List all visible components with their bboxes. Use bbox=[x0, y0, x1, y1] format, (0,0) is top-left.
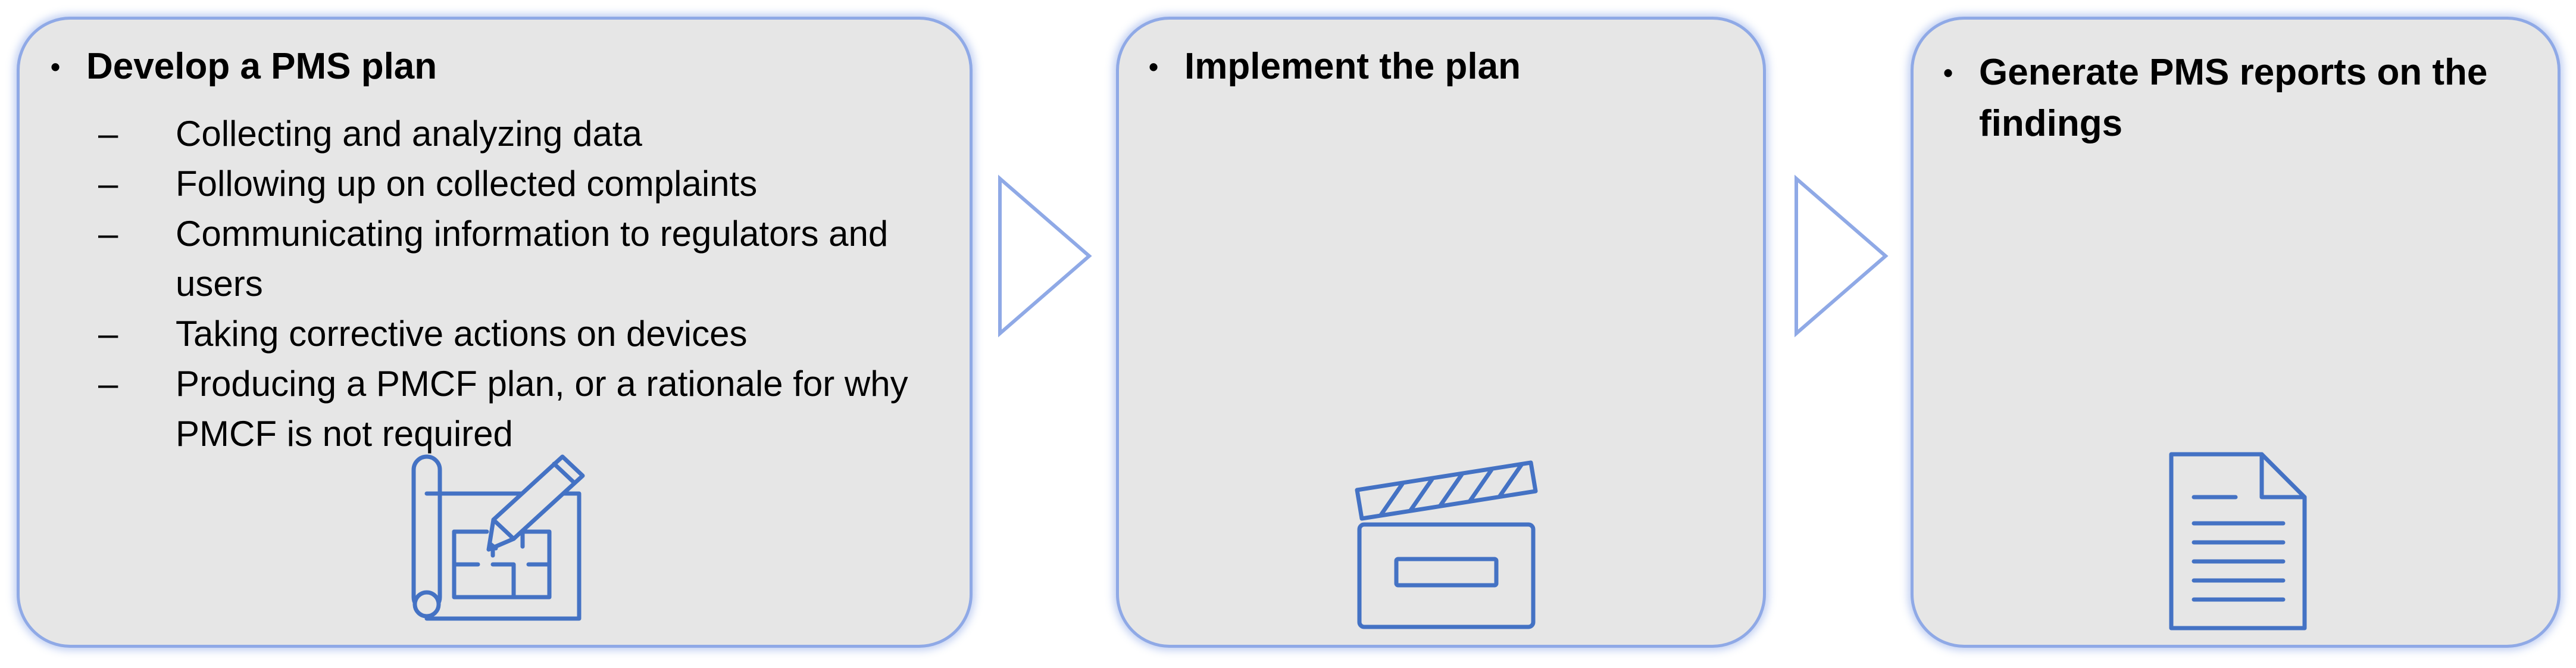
list-item-text: Communicating information to regulators … bbox=[176, 214, 889, 304]
list-item: – Producing a PMCF plan, or a rationale … bbox=[98, 359, 922, 459]
step-heading: • Implement the plan bbox=[1149, 41, 1727, 92]
step-box-implement-plan: • Implement the plan bbox=[1116, 17, 1766, 648]
bullet: • bbox=[51, 51, 61, 82]
blueprint-pencil-icon bbox=[401, 448, 603, 627]
step-title: Implement the plan bbox=[1184, 46, 1521, 87]
dash-bullet: – bbox=[98, 314, 118, 354]
step-title: Generate PMS reports on the findings bbox=[1979, 52, 2488, 144]
document-icon bbox=[2155, 442, 2321, 639]
clapperboard-icon bbox=[1345, 454, 1548, 633]
list-item: – Following up on collected complaints bbox=[98, 159, 922, 209]
dash-bullet: – bbox=[98, 364, 118, 404]
bullet: • bbox=[1943, 57, 1953, 88]
step-title: Develop a PMS plan bbox=[86, 46, 437, 87]
dash-bullet: – bbox=[98, 214, 118, 254]
list-item-text: Taking corrective actions on devices bbox=[176, 314, 748, 354]
list-item-text: Collecting and analyzing data bbox=[176, 114, 642, 154]
step-box-generate-reports: • Generate PMS reports on the findings bbox=[1911, 17, 2561, 648]
chevron-right-icon bbox=[1792, 173, 1893, 339]
bullet: • bbox=[1149, 51, 1159, 82]
step-box-develop-plan: • Develop a PMS plan – Collecting and an… bbox=[17, 17, 973, 648]
list-item-text: Producing a PMCF plan, or a rationale fo… bbox=[176, 364, 908, 454]
dash-bullet: – bbox=[98, 114, 118, 154]
step-heading: • Generate PMS reports on the findings bbox=[1943, 47, 2534, 149]
list-item: – Taking corrective actions on devices bbox=[98, 309, 922, 359]
dash-bullet: – bbox=[98, 164, 118, 204]
list-item: – Collecting and analyzing data bbox=[98, 109, 922, 159]
list-item: – Communicating information to regulator… bbox=[98, 209, 922, 309]
sub-item-list: – Collecting and analyzing data – Follow… bbox=[98, 109, 922, 459]
chevron-right-icon bbox=[995, 173, 1096, 339]
list-item-text: Following up on collected complaints bbox=[176, 164, 758, 204]
step-heading: • Develop a PMS plan bbox=[51, 41, 934, 92]
